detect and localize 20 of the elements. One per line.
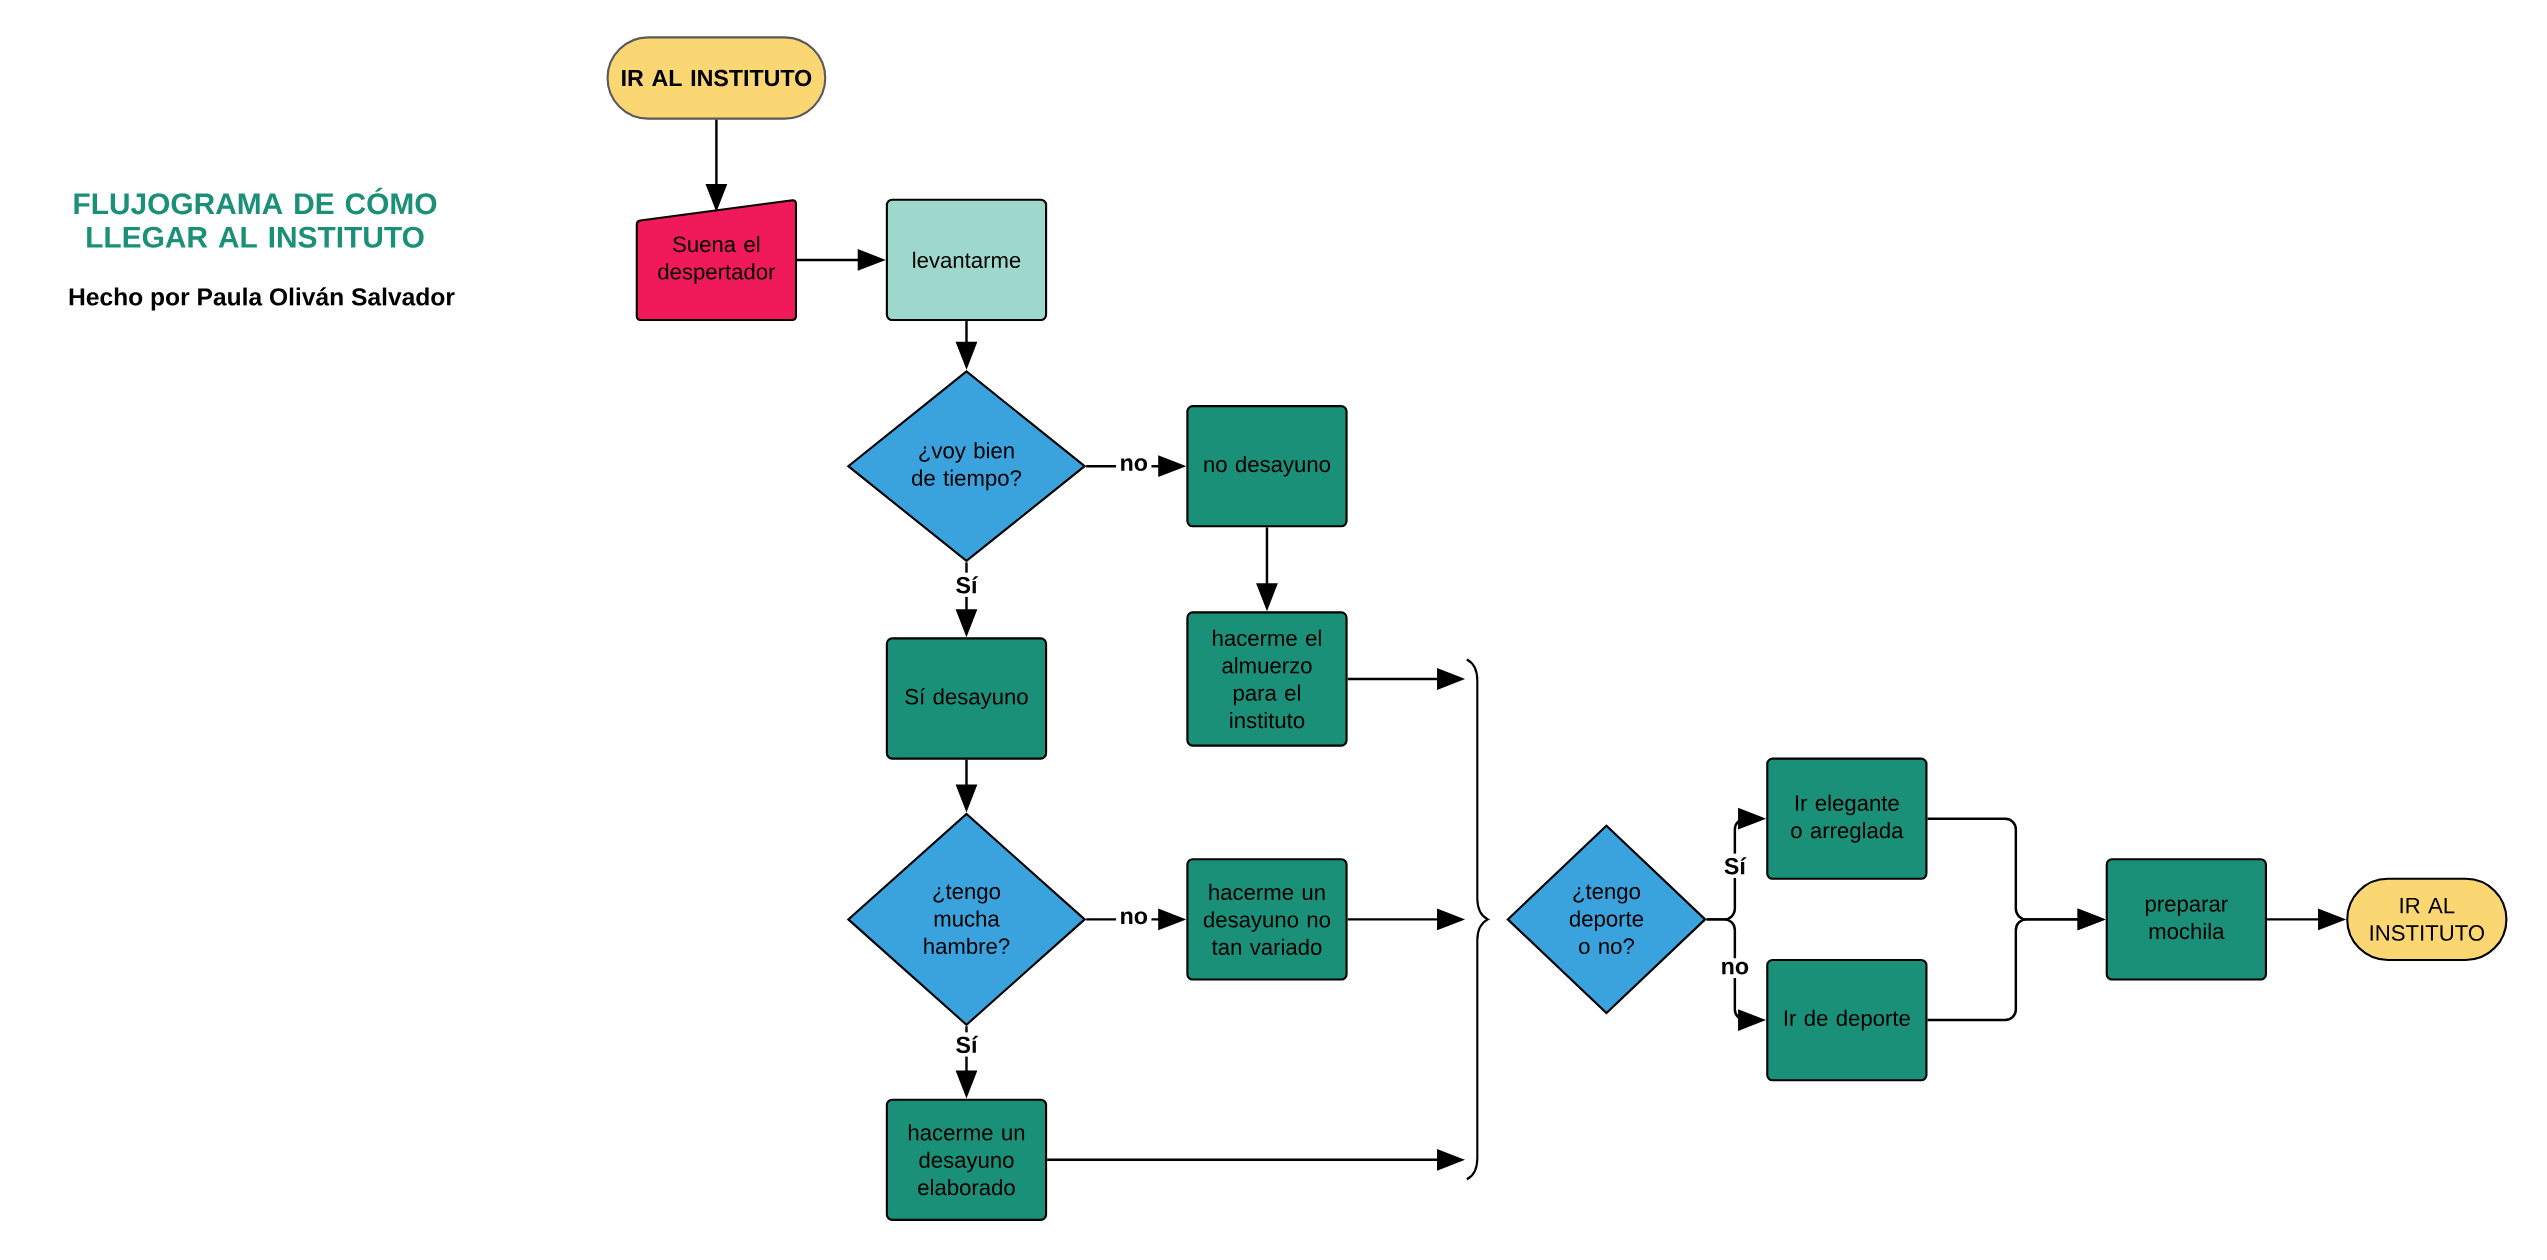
title: FLUJOGRAMA DE CÓMO LLEGAR AL INSTITUTO <box>74 187 437 248</box>
start-terminator: IR AL INSTITUTO <box>606 36 827 120</box>
process-box: preparar mochila <box>2105 858 2267 981</box>
author-credit: Hecho por Paula Oliván Salvador <box>69 287 455 311</box>
edge-label: no <box>1717 958 1753 978</box>
edge-label: Sí <box>1720 853 1750 878</box>
end-terminator: IR AL INSTITUTO <box>2346 877 2508 961</box>
process-box: levantarme <box>885 198 1048 321</box>
process-box: Ir de deporte <box>1766 958 1928 1081</box>
process-box: hacerme el almuerzo para el instituto <box>1186 611 1348 747</box>
process-box: Sí desayuno <box>885 637 1048 760</box>
edge-label: no <box>1116 907 1152 928</box>
edge-label: Sí <box>952 1032 981 1057</box>
edge-label: Sí <box>952 572 981 597</box>
process-box: hacerme un desayuno no tan variado <box>1186 858 1348 981</box>
process-box: hacerme un desayuno elaborado <box>885 1098 1048 1221</box>
edge-label: no <box>1116 454 1152 475</box>
input-box: Suena el despertador <box>635 198 798 321</box>
process-box: no desayuno <box>1186 404 1348 528</box>
process-box: Ir elegante o arreglada <box>1766 757 1928 880</box>
